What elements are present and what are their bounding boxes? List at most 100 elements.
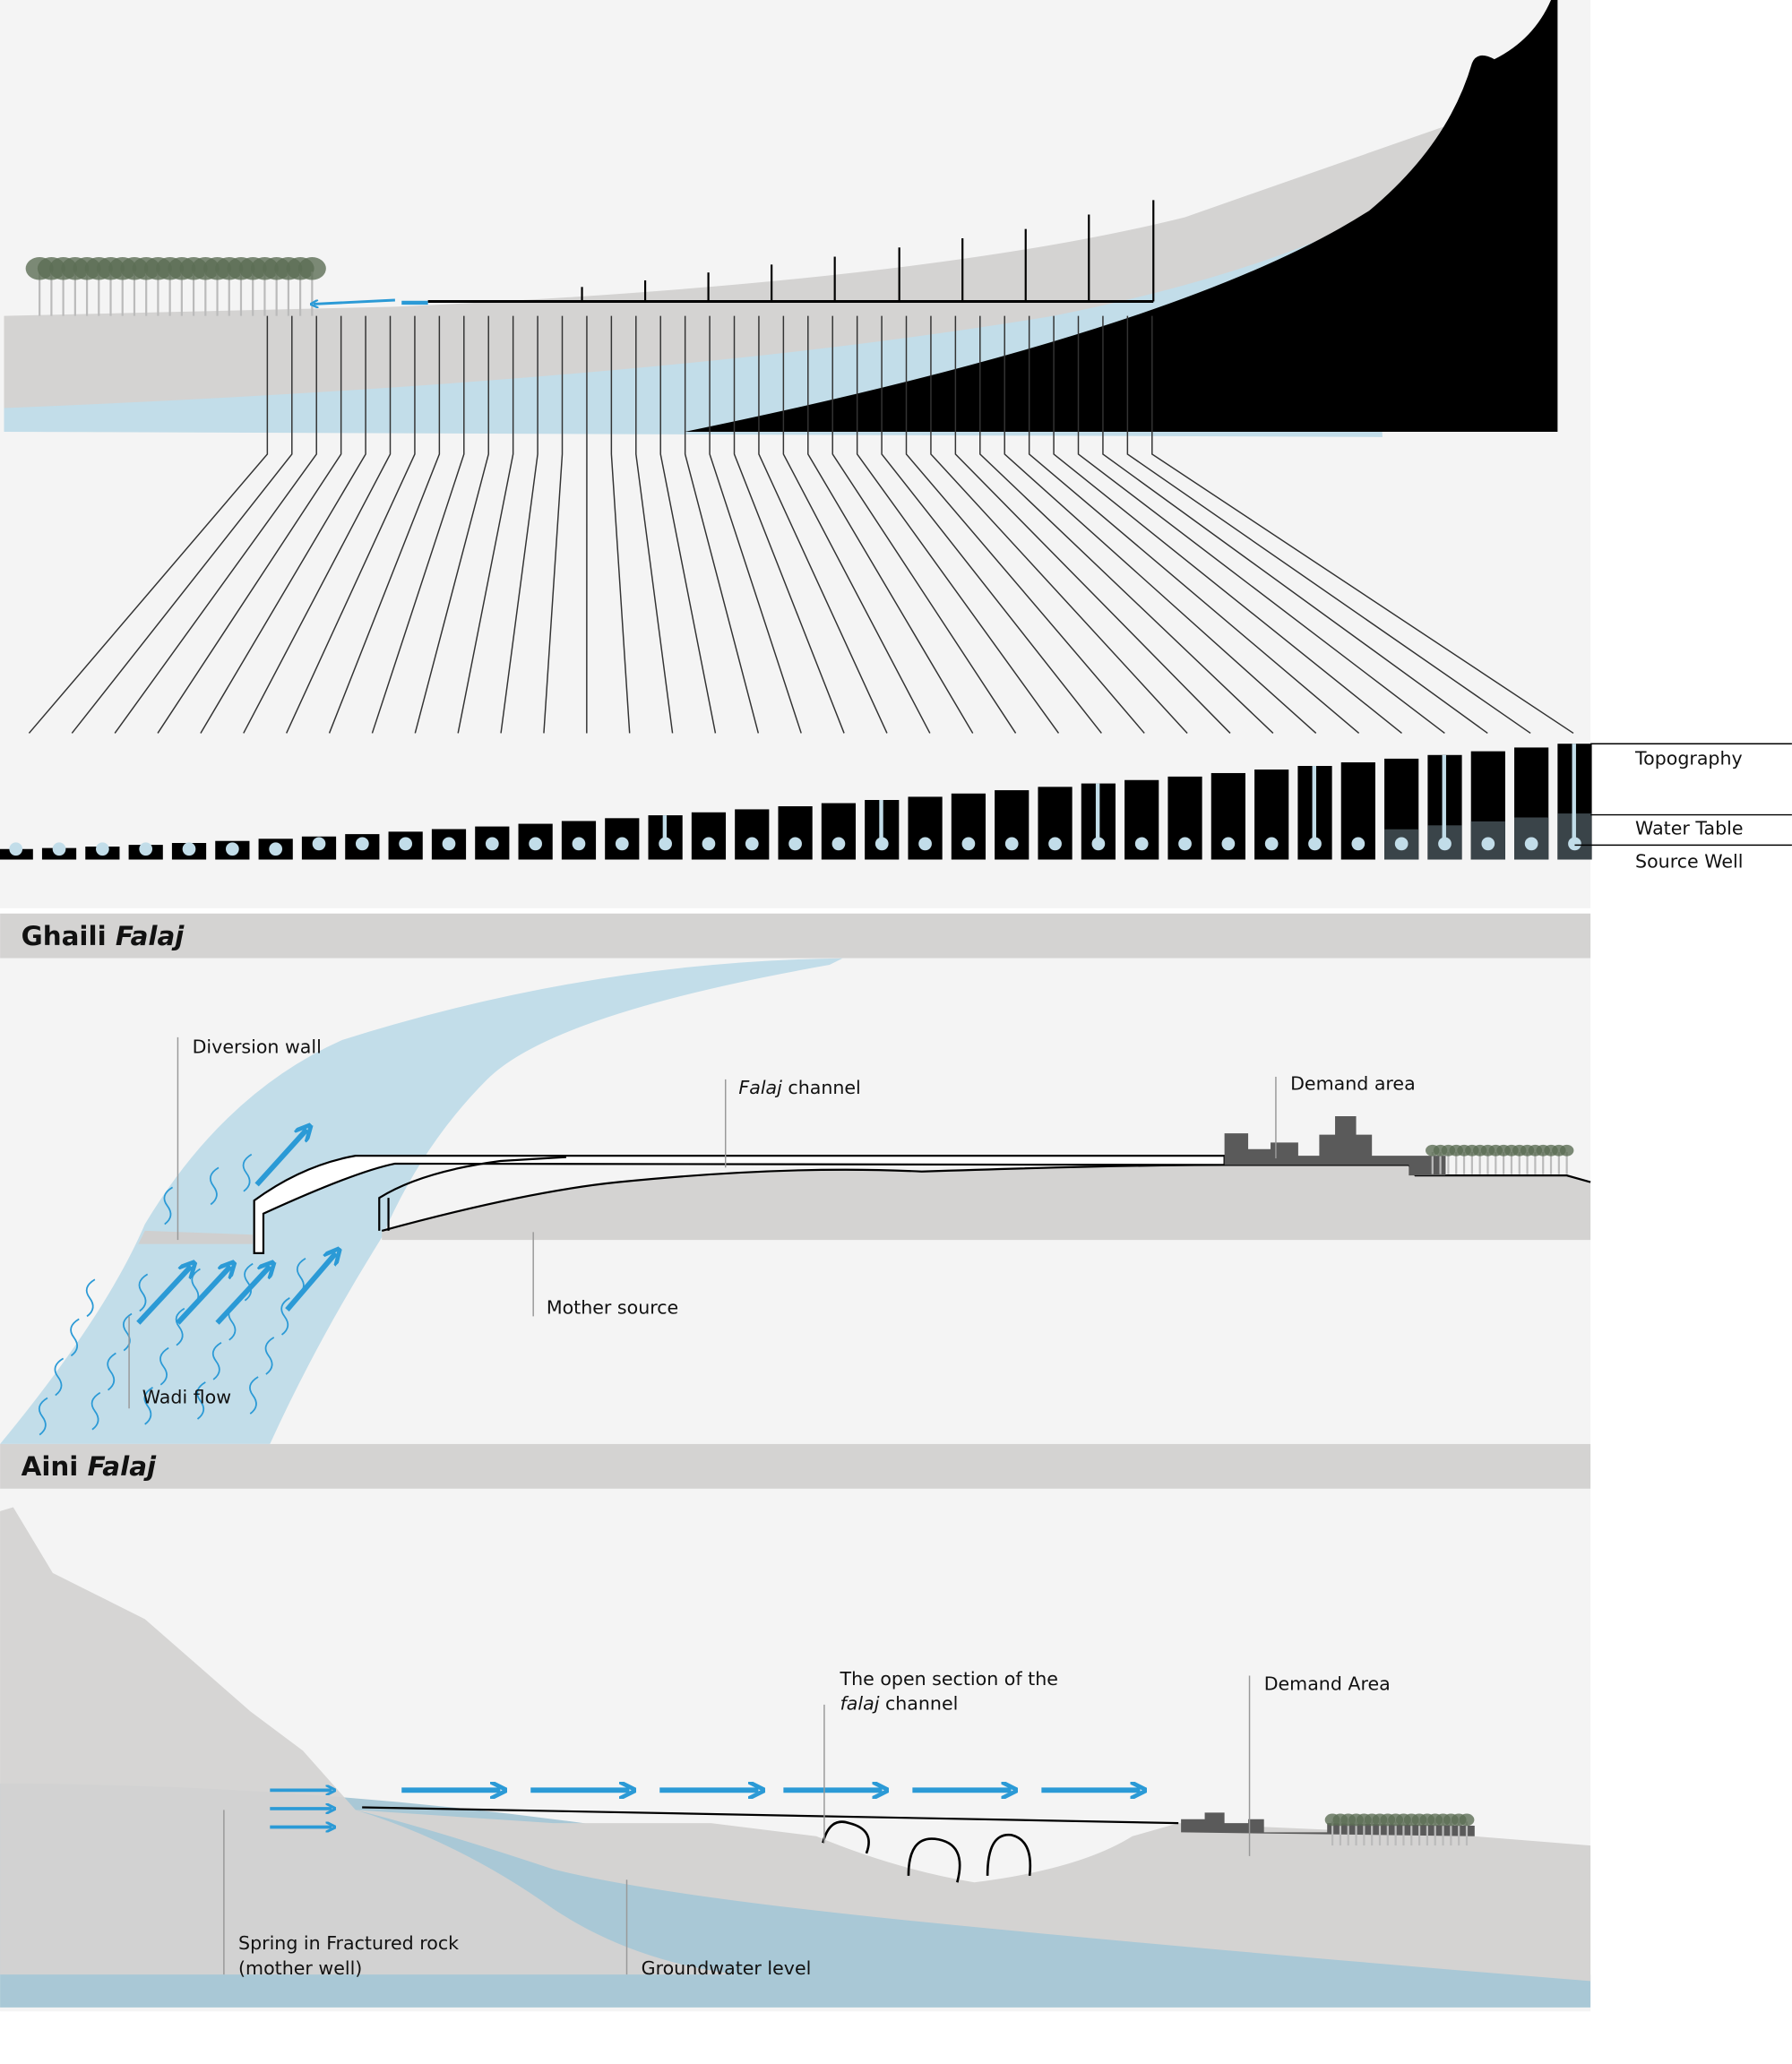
source-well <box>831 837 846 851</box>
flow-arrows <box>270 1790 1140 1827</box>
source-well <box>529 837 542 851</box>
source-well <box>9 842 23 856</box>
flow-arrow <box>254 1130 307 1187</box>
label-open-section: The open section of the <box>840 1668 1058 1690</box>
well-shaft <box>1095 783 1100 843</box>
leader-line <box>157 315 342 734</box>
wave <box>211 1342 222 1380</box>
source-well <box>1351 837 1366 851</box>
well-shaft <box>662 815 668 843</box>
source-well <box>139 842 153 856</box>
demand-area-buildings <box>1224 1116 1446 1176</box>
well-block <box>735 809 770 860</box>
source-well <box>788 837 802 851</box>
leader-line <box>543 315 564 734</box>
leader-line <box>243 315 392 734</box>
source-well <box>615 837 629 851</box>
palm-trees <box>25 257 326 316</box>
wave <box>191 1268 201 1307</box>
leader-line <box>758 315 888 734</box>
leader-line <box>500 315 538 734</box>
well-block <box>821 803 857 860</box>
wave <box>175 1307 185 1346</box>
flow-arrow <box>176 1267 230 1325</box>
wave <box>143 1386 153 1425</box>
wave <box>38 1397 48 1436</box>
palm-crown <box>1459 1813 1475 1827</box>
label-mother-source: Mother source <box>547 1296 678 1318</box>
label-open-section-2: falaj channel <box>840 1693 959 1715</box>
leader-line <box>71 315 293 734</box>
label-wadi-flow: Wadi flow <box>142 1386 231 1407</box>
diversion-wall <box>138 1230 254 1244</box>
leader-line <box>905 315 1145 734</box>
source-well <box>52 842 66 856</box>
wave <box>264 1337 275 1375</box>
source-well <box>1178 837 1192 851</box>
wave <box>107 1352 116 1391</box>
source-well <box>355 837 369 851</box>
source-well <box>1091 837 1106 851</box>
label-demand-area: Demand area <box>1290 1073 1416 1095</box>
leader-line <box>286 315 416 734</box>
leader-line <box>1077 315 1445 735</box>
source-well <box>961 837 976 851</box>
source-well <box>399 837 412 851</box>
leader-lines <box>28 315 1574 735</box>
well-sections <box>0 744 1592 860</box>
legend-topography: Topography <box>1634 748 1743 770</box>
leader-line <box>709 315 802 734</box>
legend-water-table: Water Table <box>1635 818 1744 839</box>
leader-line <box>1004 315 1317 734</box>
wave <box>90 1391 101 1431</box>
source-well <box>269 842 283 856</box>
channel-arches <box>822 1820 1032 1883</box>
source-well <box>1004 837 1019 851</box>
palm-trees <box>1324 1813 1475 1846</box>
label-diversion-wall: Diversion wall <box>193 1036 322 1058</box>
source-well <box>1524 837 1538 851</box>
leader-line <box>856 315 1060 734</box>
aini-title: Aini Falaj <box>22 1451 157 1482</box>
source-well <box>485 837 499 851</box>
wave <box>70 1318 80 1357</box>
source-well <box>1481 837 1495 851</box>
leader-line <box>1102 315 1488 735</box>
source-well <box>442 837 456 851</box>
leader-line <box>979 315 1274 734</box>
source-well <box>874 837 889 851</box>
dawoodi-section: Topography Water Table Source Well <box>0 0 1792 908</box>
mountain <box>685 0 1558 432</box>
source-well <box>1568 837 1581 851</box>
source-well <box>918 837 932 851</box>
leader-line <box>954 315 1231 734</box>
leader-line <box>831 315 1017 734</box>
wave <box>280 1297 290 1336</box>
leader-line <box>930 315 1188 734</box>
leader-line <box>457 315 514 734</box>
leader-line <box>328 315 441 734</box>
wave <box>54 1357 65 1397</box>
source-well <box>1048 837 1062 851</box>
label-groundwater: Groundwater level <box>642 1957 812 1979</box>
flow-arrow <box>285 1253 335 1312</box>
leader-line <box>733 315 845 734</box>
well-shaft <box>879 800 883 843</box>
wave <box>249 1376 259 1415</box>
falaj-channel <box>362 1806 1179 1825</box>
wave <box>244 1262 254 1302</box>
palm-crown <box>297 257 326 280</box>
wave <box>196 1381 206 1420</box>
wave <box>209 1166 220 1206</box>
leader-line <box>659 315 717 734</box>
source-well <box>702 837 716 851</box>
leader-line <box>414 315 489 734</box>
wave <box>122 1312 133 1352</box>
source-well <box>1264 837 1279 851</box>
flow-arrow <box>136 1267 191 1325</box>
ground <box>355 1810 1591 1982</box>
well-block <box>691 812 727 860</box>
mountain <box>0 1507 737 1975</box>
well-shaft <box>1312 766 1316 843</box>
